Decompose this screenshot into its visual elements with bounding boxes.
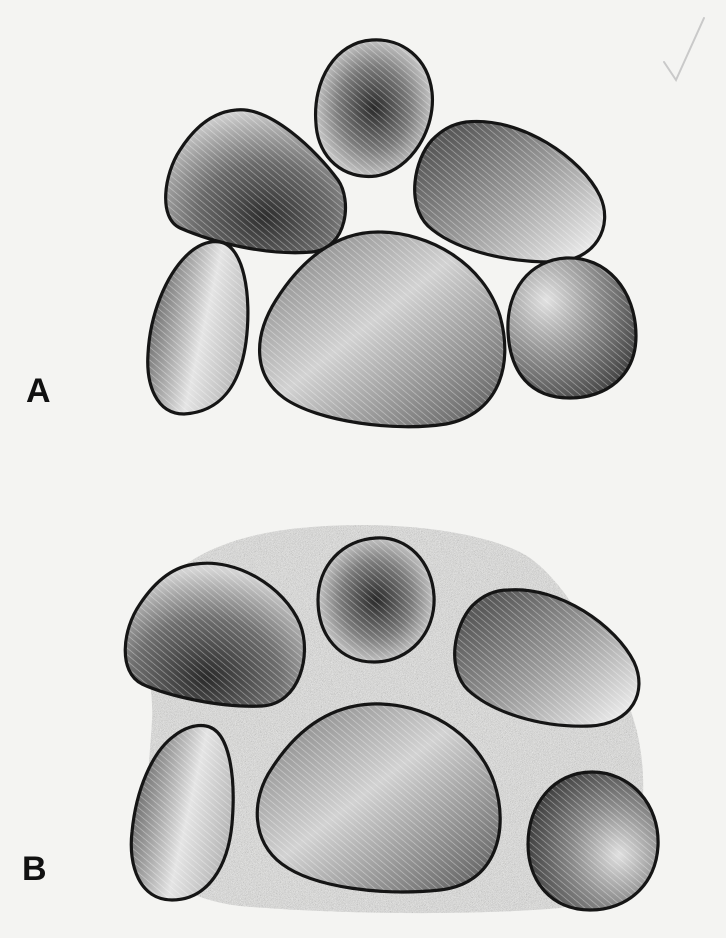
panel-a-stone-lower-left [148,242,248,414]
panel-a-stone-lower-right [508,258,636,398]
panel-b-stone-lower-left [131,725,233,900]
pencil-checkmark [664,18,704,80]
panel-a-label: A [26,372,51,410]
panel-b-label: B [22,850,47,888]
panel-a [148,40,636,427]
panel-b [125,525,658,913]
panel-a-stone-small-top [316,40,433,177]
panel-b-stone-small-top [318,538,434,662]
panel-b-stone-lower-right [528,772,658,910]
panel-a-stone-upper-right [415,121,605,262]
panel-a-stone-large-center [260,232,505,427]
